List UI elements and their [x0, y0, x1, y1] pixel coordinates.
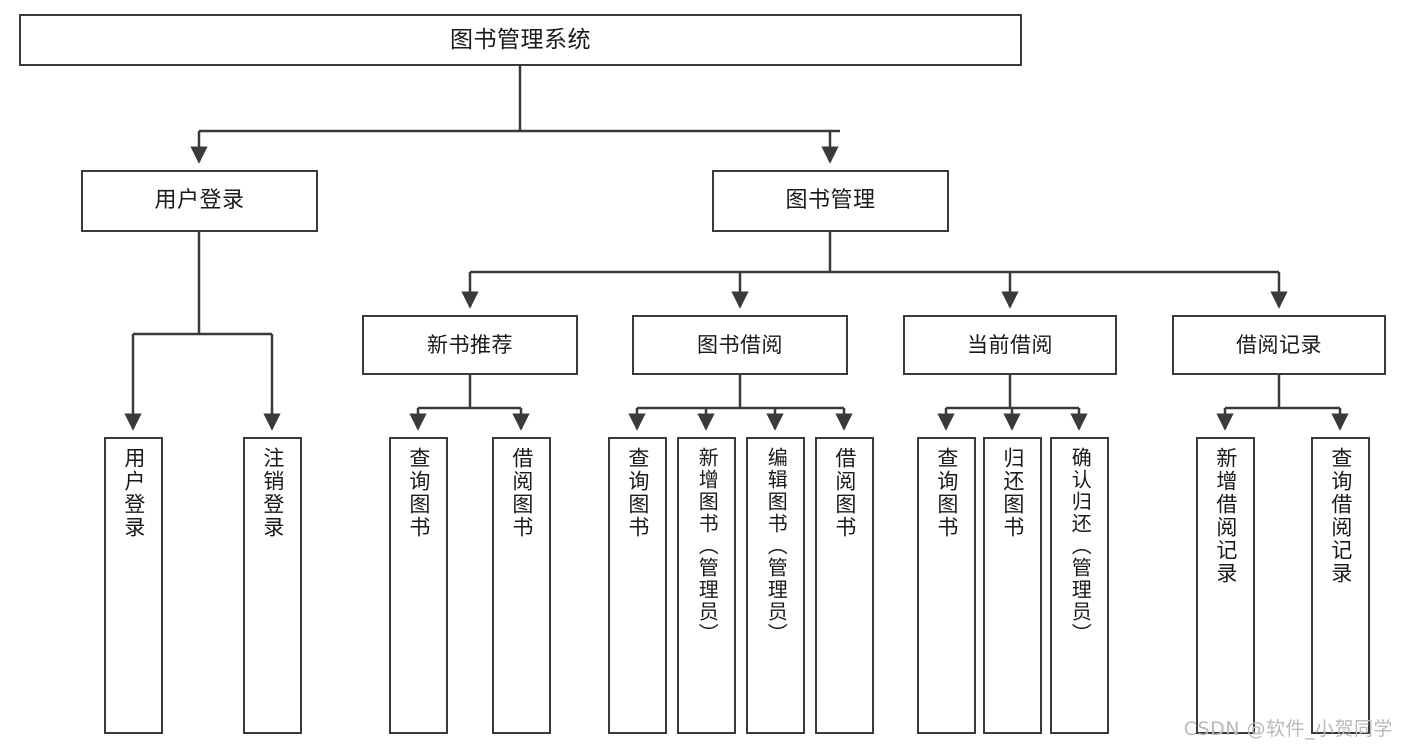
leaf-borrow-record-query[interactable]: 查询借阅记录 [1311, 437, 1370, 734]
node-root-book-management-system[interactable]: 图书管理系统 [19, 14, 1022, 66]
node-current-borrow[interactable]: 当前借阅 [903, 315, 1117, 375]
node-label: 新增图书（管理员） [695, 447, 720, 645]
node-label: 注销登录 [260, 447, 285, 539]
node-label: 当前借阅 [967, 332, 1053, 357]
leaf-book-borrow-query[interactable]: 查询图书 [608, 437, 667, 734]
leaf-book-borrow-borrow[interactable]: 借阅图书 [815, 437, 874, 734]
leaf-book-borrow-add[interactable]: 新增图书（管理员） [677, 437, 736, 734]
leaf-new-book-query[interactable]: 查询图书 [389, 437, 448, 734]
node-label: 新增借阅记录 [1213, 447, 1238, 585]
node-label: 图书管理 [785, 188, 876, 214]
node-label: 查询图书 [625, 447, 650, 539]
node-label: 新书推荐 [427, 332, 513, 357]
node-label: 编辑图书（管理员） [764, 447, 789, 645]
node-book-management[interactable]: 图书管理 [712, 170, 949, 232]
node-label: 借阅记录 [1236, 332, 1322, 357]
node-borrow-record[interactable]: 借阅记录 [1172, 315, 1386, 375]
node-label: 用户登录 [121, 447, 146, 539]
leaf-user-login-logout[interactable]: 注销登录 [243, 437, 302, 734]
node-label: 确认归还（管理员） [1068, 447, 1093, 645]
node-user-login[interactable]: 用户登录 [81, 170, 318, 232]
leaf-current-borrow-return[interactable]: 归还图书 [983, 437, 1042, 734]
leaf-borrow-record-add[interactable]: 新增借阅记录 [1196, 437, 1255, 734]
leaf-current-borrow-query[interactable]: 查询图书 [917, 437, 976, 734]
leaf-new-book-borrow[interactable]: 借阅图书 [492, 437, 551, 734]
node-label: 归还图书 [1000, 447, 1025, 539]
node-book-borrow[interactable]: 图书借阅 [632, 315, 848, 375]
leaf-user-login-login[interactable]: 用户登录 [104, 437, 163, 734]
node-label: 借阅图书 [832, 447, 857, 539]
leaf-current-borrow-confirm-return[interactable]: 确认归还（管理员） [1050, 437, 1109, 734]
node-label: 查询借阅记录 [1328, 447, 1353, 585]
watermark: CSDN @软件_小贺同学 [1183, 718, 1393, 740]
leaf-book-borrow-edit[interactable]: 编辑图书（管理员） [746, 437, 805, 734]
node-label: 查询图书 [934, 447, 959, 539]
node-label: 查询图书 [406, 447, 431, 539]
node-label: 图书借阅 [697, 332, 783, 357]
node-label: 借阅图书 [509, 447, 534, 539]
node-label: 图书管理系统 [450, 26, 591, 53]
node-new-book-recommend[interactable]: 新书推荐 [362, 315, 578, 375]
node-label: 用户登录 [154, 188, 245, 214]
